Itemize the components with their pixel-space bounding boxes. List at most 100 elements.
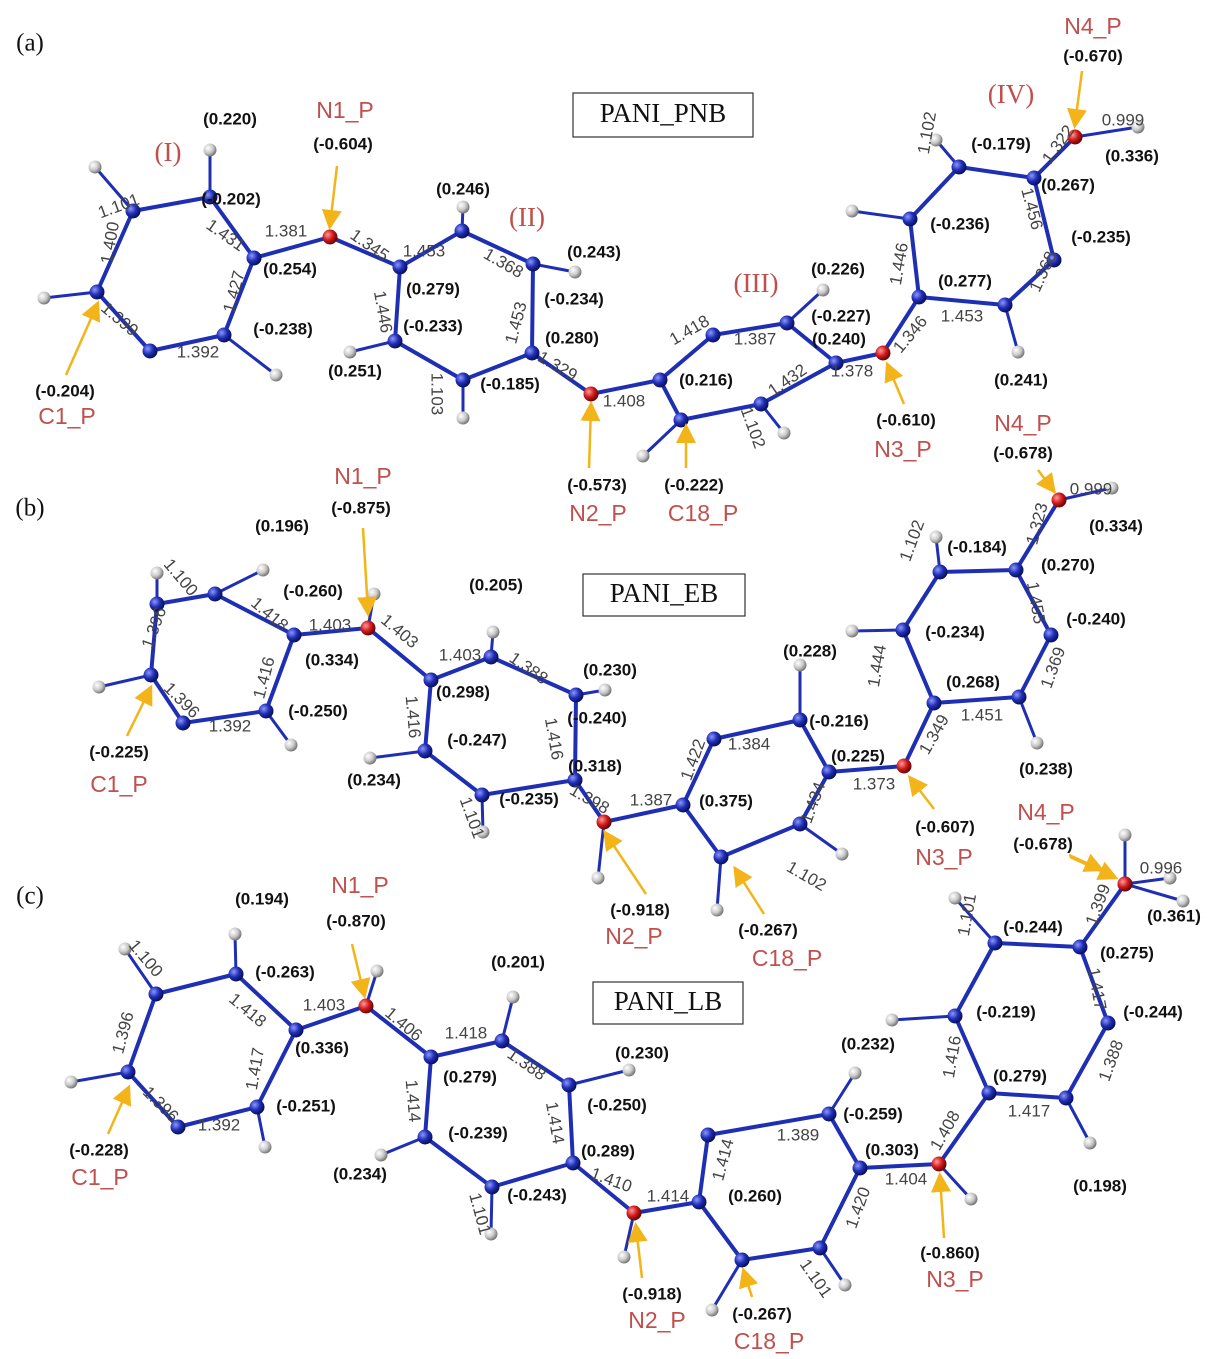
- hydrogen-atom: [964, 1192, 978, 1206]
- bond-h-0-4: [348, 339, 397, 354]
- bond-length: 1.102: [737, 404, 769, 450]
- panel-letter: (a): [16, 30, 44, 57]
- hydrogen-atom: [617, 1250, 631, 1264]
- hydrogen-atom: [37, 291, 51, 305]
- atom-charge-n3: (-0.610): [876, 410, 936, 429]
- hydrogen-atom: [845, 204, 859, 218]
- panel-c: (c)PANI_LB(0.194)(-0.263)(0.336)(-0.251)…: [16, 828, 1201, 1354]
- hydrogen-atom: [456, 411, 470, 425]
- bond-1-15: [798, 770, 831, 826]
- carbon-atom: [202, 189, 218, 205]
- partial-charge: (0.268): [946, 672, 1000, 691]
- bond-2-15: [818, 1166, 862, 1250]
- atom-charge-n2: (-0.918): [622, 1284, 682, 1303]
- partial-charge: (0.336): [1105, 146, 1159, 165]
- bond-h-2-19: [937, 1162, 973, 1201]
- partial-charge: (-0.244): [1003, 917, 1063, 936]
- carbon-atom: [997, 297, 1013, 313]
- atom-name-n3: N3_P: [874, 436, 932, 462]
- hydrogen-atom: [568, 265, 582, 279]
- bond-1-10: [423, 749, 484, 797]
- nitrogen-atom: [1051, 492, 1067, 508]
- nitrogen-atom: [358, 998, 374, 1014]
- bond-length: 1.434: [797, 779, 829, 825]
- ring-label: (III): [734, 268, 779, 298]
- partial-charge: (-0.227): [811, 306, 871, 325]
- partial-charge: (0.194): [235, 889, 289, 908]
- panel-a: (a)PANI_PNB(I)(II)(III)(IV)(0.220)(-0.20…: [16, 13, 1159, 526]
- carbon-atom: [779, 315, 795, 331]
- partial-charge: (-0.202): [201, 189, 261, 208]
- bond-h-2-1: [123, 947, 158, 996]
- partial-charge: (-0.233): [403, 316, 463, 335]
- carbon-atom: [525, 256, 541, 272]
- bond-2-10: [423, 1135, 494, 1189]
- partial-charge: (0.303): [865, 1140, 919, 1159]
- bond-h-0-3: [222, 333, 278, 377]
- bond-h-0-10: [641, 418, 683, 458]
- partial-charge: (0.279): [443, 1067, 497, 1086]
- atom-name-n4: N4_P: [1064, 13, 1122, 39]
- bond-0-8: [530, 262, 535, 355]
- hydrogen-atom: [370, 964, 384, 978]
- carbon-atom: [895, 622, 911, 638]
- partial-charge: (-0.184): [947, 537, 1007, 556]
- carbon-atom: [484, 1179, 500, 1195]
- hydrogen-atom: [835, 847, 849, 861]
- bond-h-2-11: [953, 896, 997, 945]
- bond-length: 1.373: [853, 774, 896, 793]
- bond-1-7: [489, 655, 578, 697]
- bond-length: 1.417: [242, 1046, 268, 1091]
- bond-1-25: [366, 626, 433, 682]
- bond-length: 1.103: [428, 373, 447, 416]
- partial-charge: (0.279): [406, 279, 460, 298]
- bond-2-3: [255, 1028, 298, 1109]
- pointer-arrow: [1036, 469, 1056, 494]
- bond-length: 1.416: [402, 695, 425, 739]
- partial-charge: (0.243): [567, 242, 621, 261]
- nitrogen-atom: [626, 1205, 642, 1221]
- carbon-atom: [455, 372, 471, 388]
- partial-charge: (0.375): [699, 791, 753, 810]
- bond-length: 1.392: [198, 1115, 241, 1134]
- bond-h-1-0: [97, 673, 153, 689]
- bond-length: 1.323: [1022, 501, 1051, 547]
- hydrogen-atom: [929, 133, 943, 147]
- nitrogen-atom: [896, 758, 912, 774]
- carbon-atom: [812, 1240, 828, 1256]
- carbon-atom: [175, 715, 191, 731]
- hydrogen-atom: [374, 1148, 388, 1162]
- bond-2-27: [632, 1200, 701, 1215]
- partial-charge: (0.254): [263, 259, 317, 278]
- partial-charge: (0.234): [347, 770, 401, 789]
- partial-charge: (0.232): [841, 1034, 895, 1053]
- bond-length: 1.396: [138, 604, 170, 650]
- bond-0-4: [148, 333, 226, 353]
- bond-0-21: [917, 295, 1007, 307]
- partial-charge: (-0.250): [587, 1095, 647, 1114]
- atom-name-c18: C18_P: [734, 1328, 804, 1354]
- bond-1-27: [602, 803, 685, 824]
- atom-name-c1: C1_P: [71, 1164, 129, 1190]
- bond-2-16: [740, 1246, 822, 1262]
- bond-2-14: [827, 1112, 862, 1170]
- bond-length: 1.416: [541, 716, 567, 761]
- bond-0-13: [711, 321, 789, 337]
- hydrogen-atom: [284, 738, 298, 752]
- hydrogen-atom: [150, 566, 164, 580]
- atom-charge-n1: (-0.875): [331, 498, 391, 517]
- bond-1-3: [264, 633, 296, 713]
- hydrogen-atom: [203, 143, 217, 157]
- nitrogen-atom: [1067, 129, 1083, 145]
- pointer-arrow: [884, 361, 906, 405]
- carbon-atom: [1011, 689, 1027, 705]
- bond-length: 1.384: [728, 734, 771, 753]
- bond-1-21: [932, 695, 1021, 705]
- bond-2-30: [1078, 882, 1127, 949]
- carbon-atom: [675, 797, 691, 813]
- bond-2-6: [429, 1039, 504, 1059]
- bond-0-27: [589, 378, 662, 396]
- carbon-atom: [926, 695, 942, 711]
- bond-h-1-9: [798, 822, 844, 856]
- carbon-atom: [902, 211, 918, 227]
